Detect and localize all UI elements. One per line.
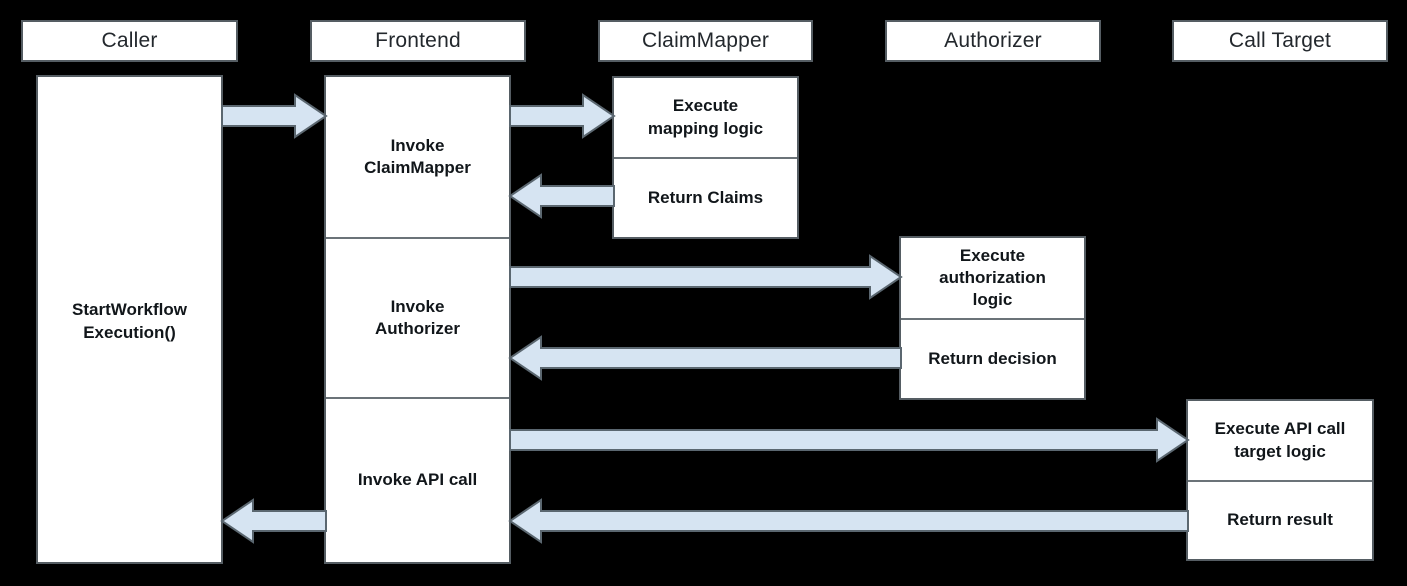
lane-header-frontend[interactable]: Frontend: [310, 20, 526, 62]
arrow-claimmapper-to-frontend: [508, 173, 615, 219]
lane-header-caller-label: Caller: [101, 29, 158, 52]
arrow-frontend-to-calltarget: [509, 417, 1190, 463]
activation-cell-return-decision: Return decision: [901, 318, 1084, 398]
activation-cell-return-decision-label: Return decision: [928, 348, 1057, 368]
lane-header-calltarget-label: Call Target: [1228, 29, 1332, 52]
activation-cell-return-result-label: Return result: [1227, 510, 1333, 530]
activation-cell-invoke-api-call-label: Invoke API call: [357, 470, 478, 490]
activation-cell-return-claims: Return Claims: [614, 157, 797, 237]
arrow-calltarget-to-frontend: [508, 498, 1189, 544]
arrow-authorizer-to-frontend: [508, 335, 902, 381]
lane-header-claimmapper[interactable]: ClaimMapper: [598, 20, 813, 62]
arrow-frontend-to-caller: [220, 498, 327, 544]
lane-header-caller[interactable]: Caller: [21, 20, 238, 62]
activation-cell-return-claims-label: Return Claims: [647, 187, 764, 207]
lane-header-claimmapper-label: ClaimMapper: [641, 29, 770, 52]
lane-header-authorizer-label: Authorizer: [944, 29, 1042, 52]
lane-header-frontend-label: Frontend: [375, 29, 461, 52]
lane-header-calltarget[interactable]: Call Target: [1172, 20, 1388, 62]
activation-cell-invoke-api-call: Invoke API call: [326, 397, 509, 562]
arrow-caller-to-frontend: [221, 93, 328, 139]
lane-header-authorizer[interactable]: Authorizer: [885, 20, 1101, 62]
arrow-frontend-to-claimmapper: [509, 93, 616, 139]
arrow-frontend-to-authorizer: [509, 254, 903, 300]
activation-cell-return-result: Return result: [1188, 480, 1372, 559]
